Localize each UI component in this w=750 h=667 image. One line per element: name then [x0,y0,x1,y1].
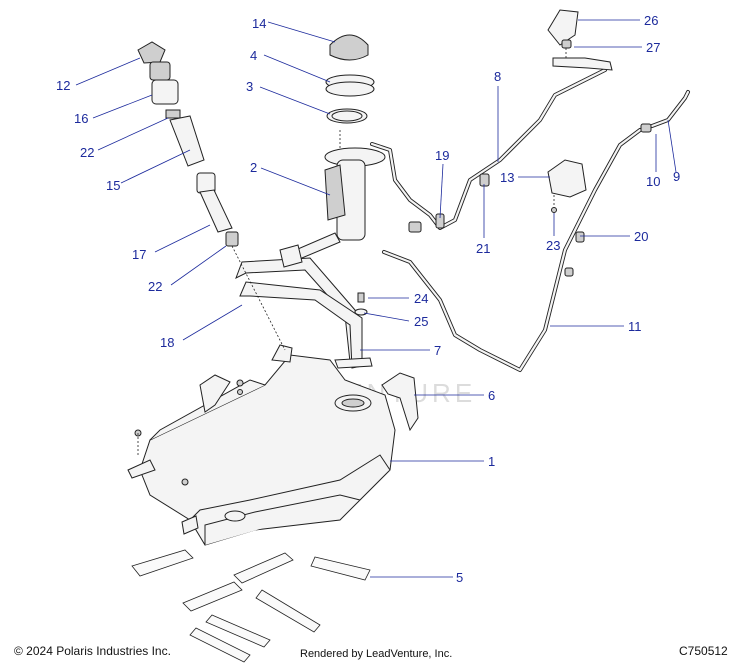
callout-24: 24 [414,291,428,306]
fuel-lines [370,68,690,372]
callout-20: 20 [634,229,648,244]
callout-3: 3 [246,79,253,94]
callout-10: 10 [646,174,660,189]
callout-22-upper: 22 [80,145,94,160]
callout-27: 27 [646,40,660,55]
callout-21: 21 [476,241,490,256]
diagram-code: C750512 [679,644,728,658]
callout-18: 18 [160,335,174,350]
callout-12: 12 [56,78,70,93]
vent-bracket [547,9,613,71]
callout-8: 8 [494,69,501,84]
fuel-pump-assembly [279,34,386,268]
tank-bolts [134,379,244,486]
callout-11: 11 [628,319,642,334]
callout-9: 9 [673,169,680,184]
tank-straps [235,257,373,369]
bolt-and-washer [354,292,368,316]
callout-6: 6 [488,388,495,403]
callout-2: 2 [250,160,257,175]
callout-7: 7 [434,343,441,358]
callout-22-lower: 22 [148,279,162,294]
callout-5: 5 [456,570,463,585]
fuel-module [547,159,587,198]
callout-17: 17 [132,247,146,262]
callout-26: 26 [644,13,658,28]
callout-13: 13 [500,170,514,185]
callout-14: 14 [252,16,266,31]
callout-numbers: 14 4 3 2 12 16 22 15 17 22 18 24 25 7 6 … [56,13,680,585]
callout-25: 25 [414,314,428,329]
rendered-by-credit: Rendered by LeadVenture, Inc. [300,648,453,660]
filter-assembly [137,41,286,351]
tank-pads [131,549,371,663]
callout-23: 23 [546,238,560,253]
callout-1: 1 [488,454,495,469]
callout-15: 15 [106,178,120,193]
callout-4: 4 [250,48,257,63]
copyright-notice: © 2024 Polaris Industries Inc. [14,644,171,658]
callout-16: 16 [74,111,88,126]
line-clips [408,173,585,277]
callout-leaders [75,19,677,578]
heat-shield [381,372,419,432]
callout-19: 19 [435,148,449,163]
fuel-tank [127,344,396,546]
tank-bracket-left [199,374,231,413]
